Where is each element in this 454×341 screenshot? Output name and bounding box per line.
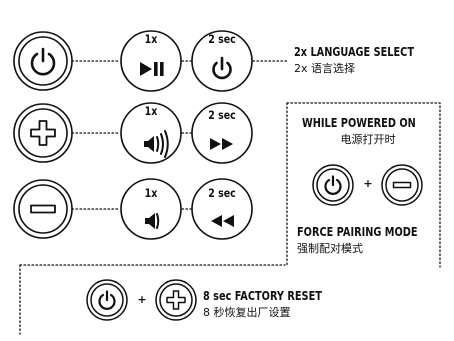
plus-symbol: + bbox=[137, 293, 147, 306]
force-pairing-title: FORCE PAIRING MODE bbox=[297, 224, 418, 239]
volume-down-icon bbox=[156, 213, 160, 229]
play-pause-button bbox=[120, 30, 182, 92]
power-button bbox=[13, 31, 73, 91]
volume-up-icon bbox=[156, 130, 169, 158]
plus-button bbox=[13, 103, 73, 163]
hold-duration-label: 2 sec bbox=[208, 108, 236, 122]
speaker-icon bbox=[145, 213, 155, 229]
pairing-minus-button bbox=[381, 164, 423, 206]
pairing-box-border bbox=[286, 102, 441, 268]
press-count-label: 1x bbox=[144, 186, 158, 200]
pairing-power-button bbox=[312, 164, 354, 206]
reset-plus-button bbox=[155, 279, 197, 321]
hold-duration-label: 2 sec bbox=[208, 32, 236, 46]
language-select-title: 2x LANGUAGE SELECT bbox=[294, 44, 414, 59]
fast-forward-button bbox=[191, 102, 253, 164]
language-select-subtitle: 2x 语言选择 bbox=[294, 62, 356, 75]
force-pairing-subtitle: 强制配对模式 bbox=[297, 242, 363, 255]
speaker-icon bbox=[144, 136, 154, 152]
power-icon bbox=[324, 175, 342, 195]
plus-icon bbox=[166, 290, 186, 310]
minus-icon bbox=[30, 204, 56, 214]
factory-reset-title: 8 sec FACTORY RESET bbox=[203, 288, 322, 303]
rewind-button bbox=[191, 178, 253, 240]
plus-icon bbox=[30, 120, 56, 146]
minus-button bbox=[13, 179, 73, 239]
volume-up-button bbox=[120, 102, 182, 164]
press-count-label: 1x bbox=[144, 104, 158, 118]
while-powered-on-subheading: 电源打开时 bbox=[340, 133, 396, 146]
volume-down-button bbox=[120, 178, 182, 240]
press-count-label: 1x bbox=[144, 32, 158, 46]
minus-icon bbox=[392, 181, 412, 189]
hold-duration-label: 2 sec bbox=[208, 186, 236, 200]
power-hold-button bbox=[191, 30, 253, 92]
plus-symbol: + bbox=[363, 177, 373, 190]
power-icon bbox=[212, 56, 232, 80]
play-pause-icon bbox=[140, 62, 164, 76]
while-powered-on-heading: WHILE POWERED ON bbox=[302, 115, 416, 130]
factory-reset-subtitle: 8 秒恢复出厂设置 bbox=[203, 306, 291, 319]
fast-forward-icon bbox=[210, 138, 233, 150]
reset-power-button bbox=[86, 279, 128, 321]
rewind-icon bbox=[211, 215, 234, 227]
power-icon bbox=[30, 47, 56, 76]
power-icon bbox=[98, 290, 116, 310]
